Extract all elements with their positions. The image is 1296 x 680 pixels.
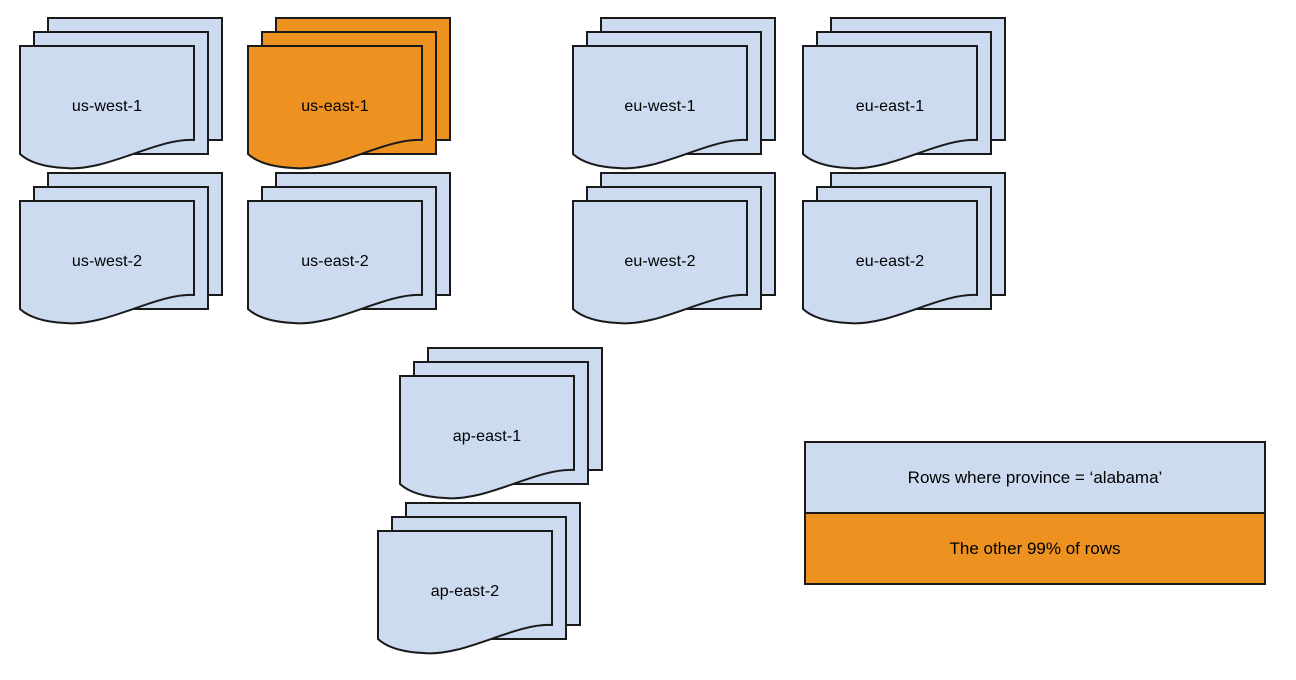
document-stack-ap-east-1[interactable]: ap-east-1 — [399, 347, 603, 500]
legend: Rows where province = ‘alabama’ The other… — [804, 441, 1266, 585]
document-stack-shape — [802, 17, 1006, 170]
document-front-card — [399, 375, 575, 500]
document-stack-us-east-2[interactable]: us-east-2 — [247, 172, 451, 325]
document-stack-shape — [377, 502, 581, 655]
document-stack-us-west-1[interactable]: us-west-1 — [19, 17, 223, 170]
document-stack-eu-west-1[interactable]: eu-west-1 — [572, 17, 776, 170]
document-stack-shape — [572, 172, 776, 325]
document-stack-ap-east-2[interactable]: ap-east-2 — [377, 502, 581, 655]
document-stack-shape — [19, 172, 223, 325]
document-front-card — [247, 200, 423, 325]
document-front-card — [802, 200, 978, 325]
document-front-card — [572, 45, 748, 170]
document-stack-eu-west-2[interactable]: eu-west-2 — [572, 172, 776, 325]
legend-label: The other 99% of rows — [949, 538, 1121, 558]
legend-row-matching-rows: Rows where province = ‘alabama’ — [806, 443, 1264, 514]
document-front-card — [19, 200, 195, 325]
document-stack-shape — [572, 17, 776, 170]
document-front-card — [377, 530, 553, 655]
document-stack-shape — [247, 172, 451, 325]
document-stack-shape — [247, 17, 451, 170]
document-stack-shape — [802, 172, 1006, 325]
legend-row-other-rows: The other 99% of rows — [806, 514, 1264, 583]
document-stack-us-west-2[interactable]: us-west-2 — [19, 172, 223, 325]
document-stack-us-east-1[interactable]: us-east-1 — [247, 17, 451, 170]
document-front-card — [572, 200, 748, 325]
legend-label: Rows where province = ‘alabama’ — [907, 467, 1163, 487]
document-stack-eu-east-1[interactable]: eu-east-1 — [802, 17, 1006, 170]
document-front-card — [802, 45, 978, 170]
document-stack-eu-east-2[interactable]: eu-east-2 — [802, 172, 1006, 325]
document-stack-shape — [399, 347, 603, 500]
document-stack-shape — [19, 17, 223, 170]
document-front-card — [19, 45, 195, 170]
document-front-card — [247, 45, 423, 170]
